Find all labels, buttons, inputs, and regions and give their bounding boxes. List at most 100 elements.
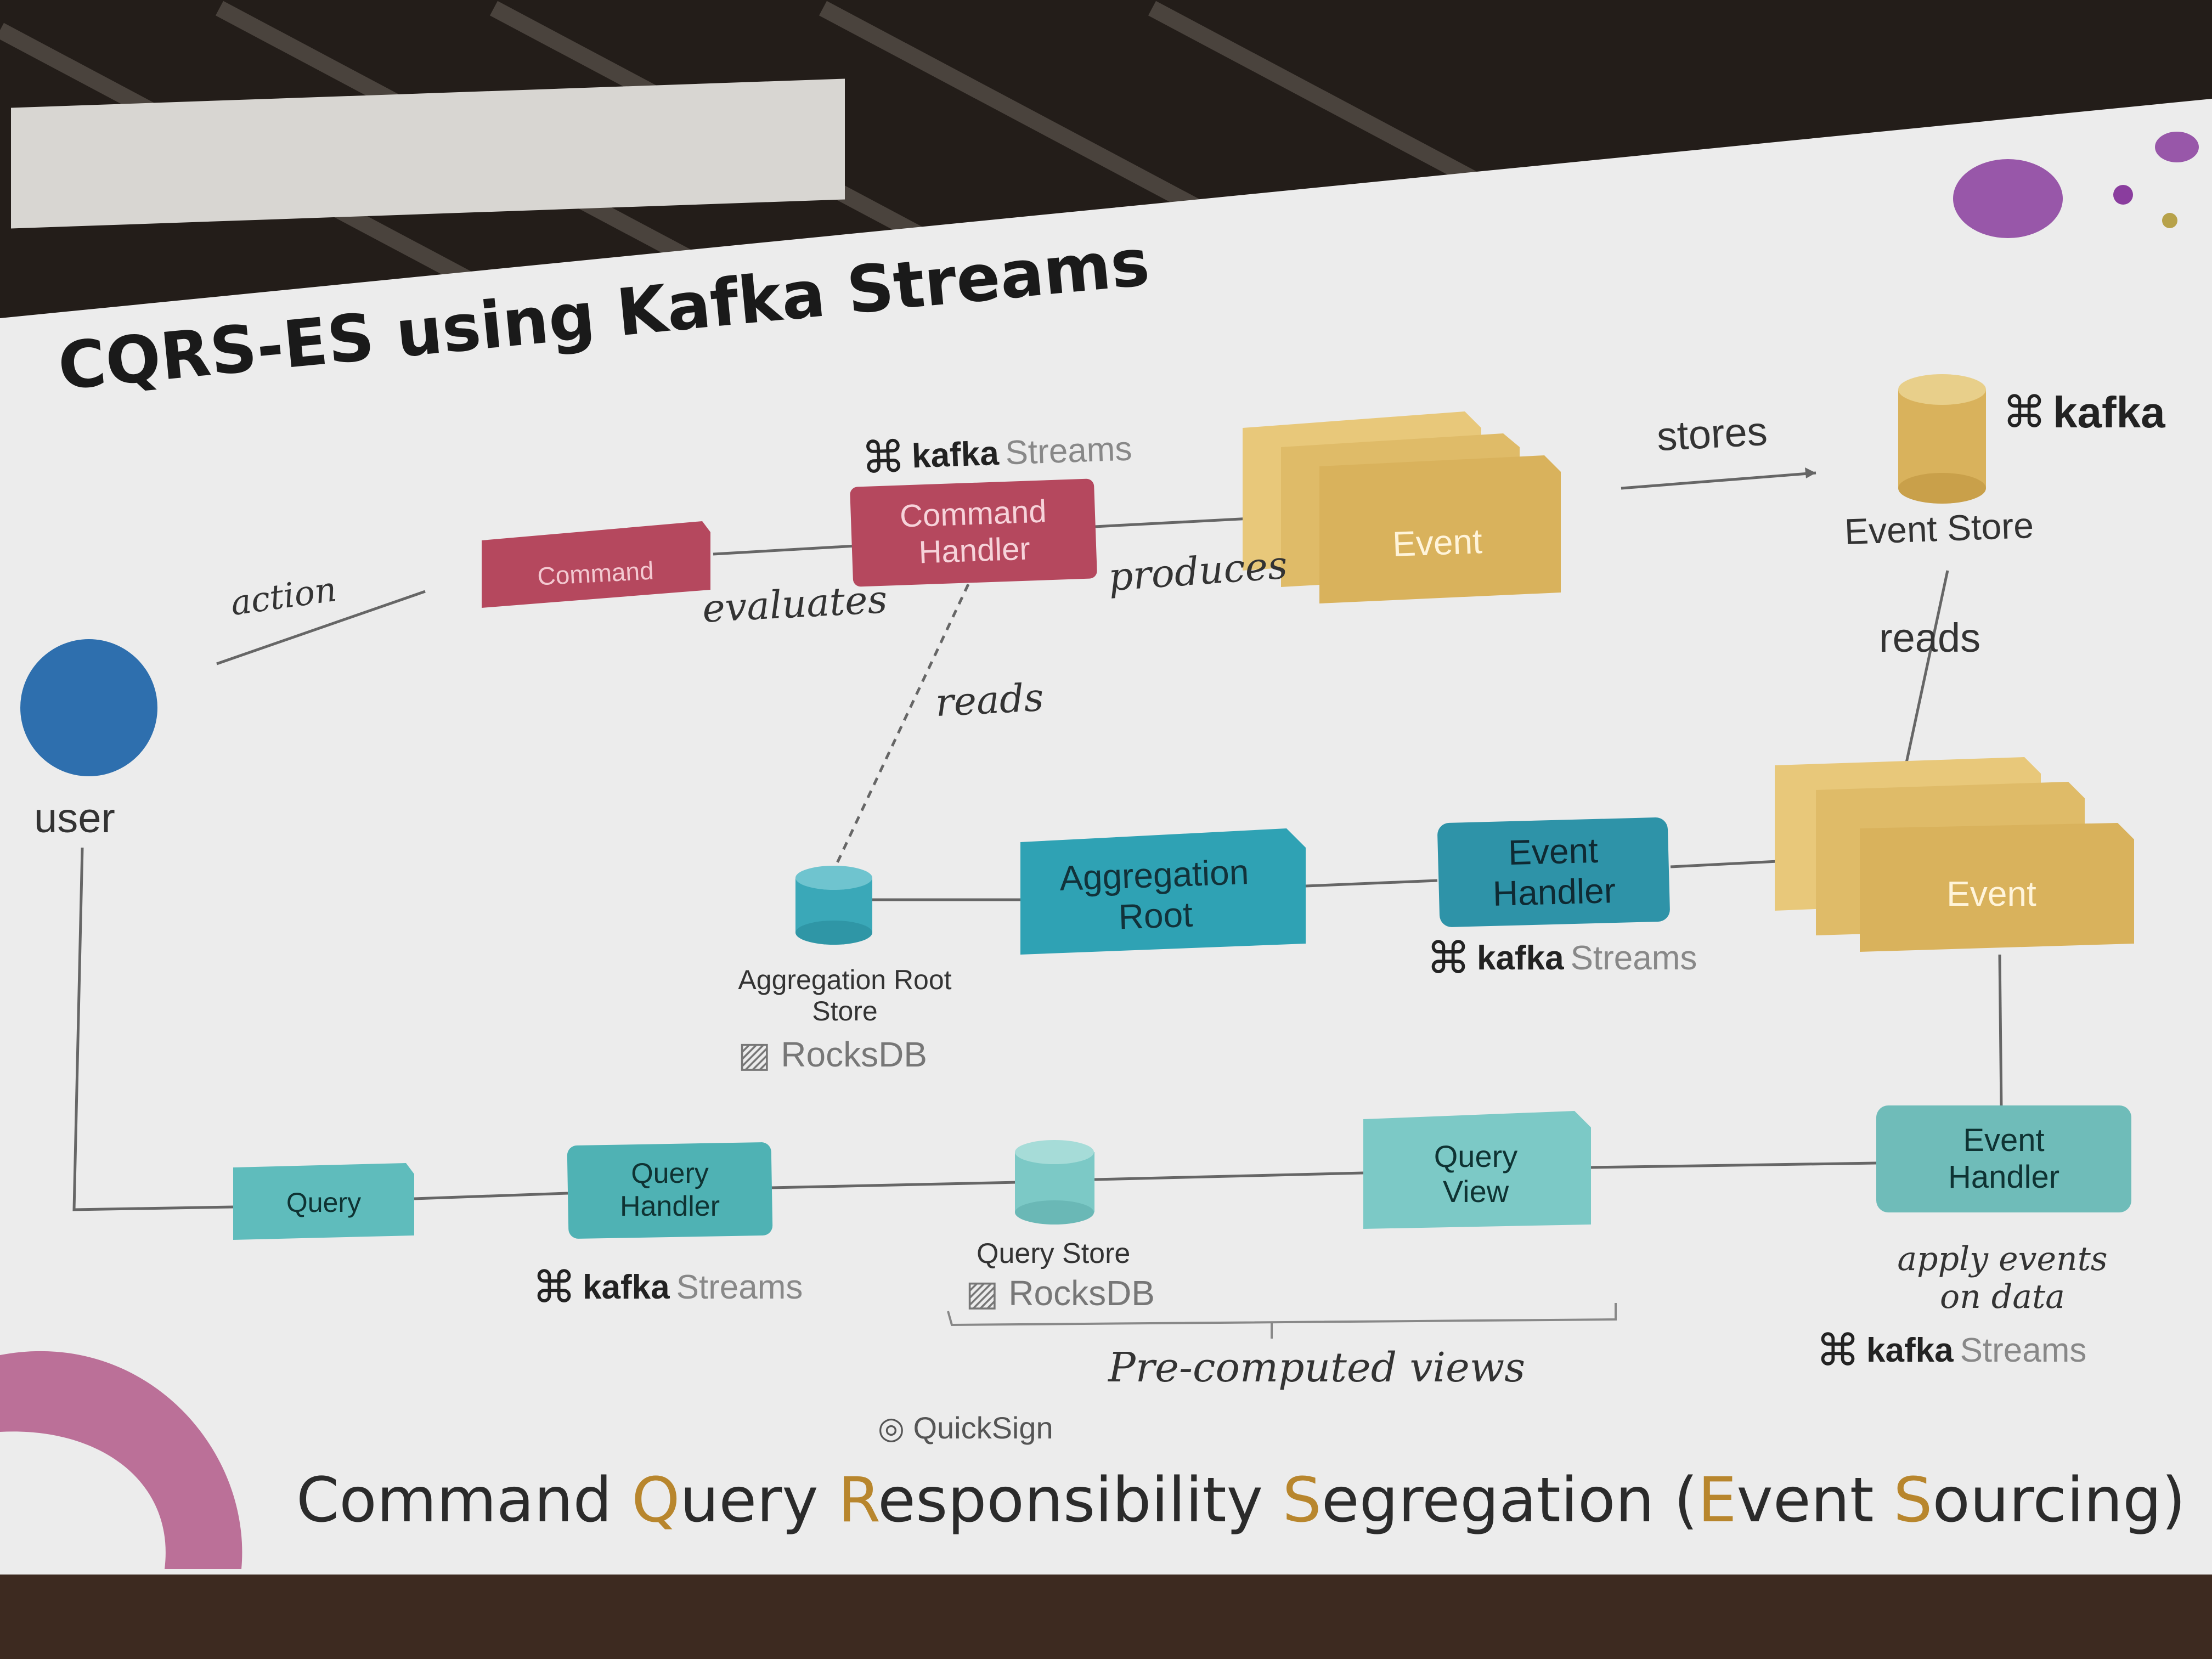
edge-query-handler [414, 1192, 568, 1200]
kafka-icon: ⌘ [2002, 388, 2046, 437]
kafka-streams-text-bold: kafka [1477, 939, 1564, 977]
footer-segment-accent: S [1282, 1465, 1322, 1536]
query-handler-box [567, 1142, 773, 1239]
query-view-label-line: View [1442, 1174, 1509, 1209]
query-store-cylinder [1015, 1140, 1094, 1224]
event-store-cylinder [1898, 374, 1986, 504]
quicksign-logo: ◎ QuickSign [878, 1410, 1053, 1446]
rocksdb-icon: ▨ [966, 1273, 999, 1313]
deco-circle-small [2155, 132, 2199, 162]
edge-reads-right [1905, 570, 1949, 763]
deco-arc [0, 1351, 242, 1569]
footer-segment: ourcing) [1932, 1465, 2186, 1536]
footer-segment-accent: Q [631, 1465, 680, 1536]
edge-reads-dashed [835, 583, 970, 865]
edge-handler-event [1670, 860, 1778, 868]
kafka-streams-icon: ⌘ [1816, 1326, 1860, 1375]
edge-aggregation-handler [1305, 879, 1438, 888]
quicksign-logo-text: QuickSign [913, 1410, 1053, 1445]
kafka-streams-text-bold: kafka [583, 1268, 670, 1306]
event-stack-top [1243, 411, 1561, 603]
query-box [233, 1163, 414, 1240]
kafka-streams-icon: ⌘ [860, 432, 906, 483]
command-handler-box [850, 478, 1097, 587]
footer-segment: vent [1736, 1465, 1894, 1536]
kafka-streams-text-light: Streams [1005, 430, 1133, 472]
kafka-streams-text-bold: kafka [911, 434, 1000, 476]
query-handler-label-line: Handler [619, 1190, 720, 1222]
quicksign-icon: ◎ [878, 1410, 905, 1445]
query-label: Query [286, 1187, 362, 1218]
edge-evaluates [713, 544, 856, 556]
query-view-box [1363, 1111, 1591, 1229]
edge-store-view [1094, 1171, 1364, 1181]
edge-event-handler-bottom [1998, 954, 2003, 1109]
edge-produces [1094, 517, 1251, 528]
edge-user-query [72, 847, 234, 1211]
aggregation-root-label-line: Aggregation [1058, 851, 1250, 898]
kafka-logo: ⌘ kafka [2002, 387, 2165, 438]
aggregation-root-label-line: Root [1118, 894, 1194, 936]
command-handler-label: Command Handler [851, 481, 1096, 584]
query-view-label: Query View [1363, 1122, 1588, 1226]
kafka-streams-icon: ⌘ [532, 1263, 576, 1312]
command-handler-label-line: Handler [918, 531, 1031, 571]
precomputed-bracket [947, 1303, 1617, 1327]
apply-events-label-line: on data [1940, 1278, 2065, 1316]
floor-background [0, 1569, 2212, 1659]
event-handler-mid-label-line: Handler [1492, 871, 1616, 913]
rocksdb-logo: ▨ RocksDB [738, 1034, 927, 1075]
rocksdb-logo: ▨ RocksDB [966, 1273, 1155, 1314]
footer-segment: uery [680, 1465, 838, 1536]
aggregation-root-store-label: Aggregation Root Store [724, 957, 966, 1034]
event-stack-mid [1775, 757, 2134, 952]
reads-label-right: reads [1879, 615, 1981, 661]
event-handler-mid-label: Event Handler [1437, 820, 1671, 925]
rocksdb-icon: ▨ [738, 1035, 771, 1074]
kafka-streams-text-light: Streams [1570, 939, 1697, 977]
aggregation-root-store-cylinder [795, 866, 872, 945]
footer-segment-accent: S [1893, 1465, 1933, 1536]
deco-dot [2113, 185, 2133, 205]
event-mid-label: Event [1946, 874, 2036, 914]
kafka-streams-text-light: Streams [1960, 1331, 2087, 1369]
kafka-streams-text-light: Streams [676, 1268, 803, 1306]
footer-segment: esponsibility [878, 1465, 1283, 1536]
apply-events-label: apply events on data [1876, 1229, 2129, 1328]
query-store-label: Query Store [977, 1238, 1131, 1269]
reads-label: reads [934, 674, 1045, 726]
aggregation-root-store-label-line: Store [812, 996, 878, 1026]
kafka-streams-text-bold: kafka [1866, 1331, 1954, 1369]
event-handler-mid-label-line: Event [1508, 831, 1599, 873]
event-handler-bottom-label-line: Event [1963, 1122, 2045, 1158]
event-handler-mid-box [1437, 817, 1670, 927]
user-label: user [34, 795, 115, 842]
command-handler-label-line: Command [899, 493, 1047, 534]
stores-label: stores [1655, 408, 1769, 460]
event-handler-bottom-label: Event Handler [1876, 1108, 2131, 1210]
edge-handler-store [770, 1181, 1018, 1189]
event-top-label: Event [1391, 521, 1483, 565]
rocksdb-logo-text: RocksDB [1008, 1273, 1155, 1313]
deco-dot [2162, 213, 2177, 228]
kafka-streams-icon: ⌘ [1426, 934, 1470, 983]
deco-circle-large [1953, 159, 2063, 238]
kafka-logo-text: kafka [2053, 387, 2165, 437]
query-view-label-line: Query [1434, 1138, 1518, 1173]
edge-stores [1621, 471, 1816, 490]
precomputed-views-label: Pre-computed views [1108, 1344, 1526, 1391]
footer-segment-accent: R [838, 1465, 878, 1536]
footer-segment: Command [296, 1465, 632, 1536]
aggregation-root-store-label-line: Aggregation Root [738, 964, 952, 995]
query-handler-label-line: Query [631, 1158, 709, 1190]
user-avatar [20, 639, 157, 776]
command-box [482, 521, 710, 608]
footer-segment-accent: E [1697, 1465, 1737, 1536]
query-handler-label: Query Handler [568, 1147, 772, 1234]
apply-events-label-line: apply events [1897, 1240, 2108, 1278]
